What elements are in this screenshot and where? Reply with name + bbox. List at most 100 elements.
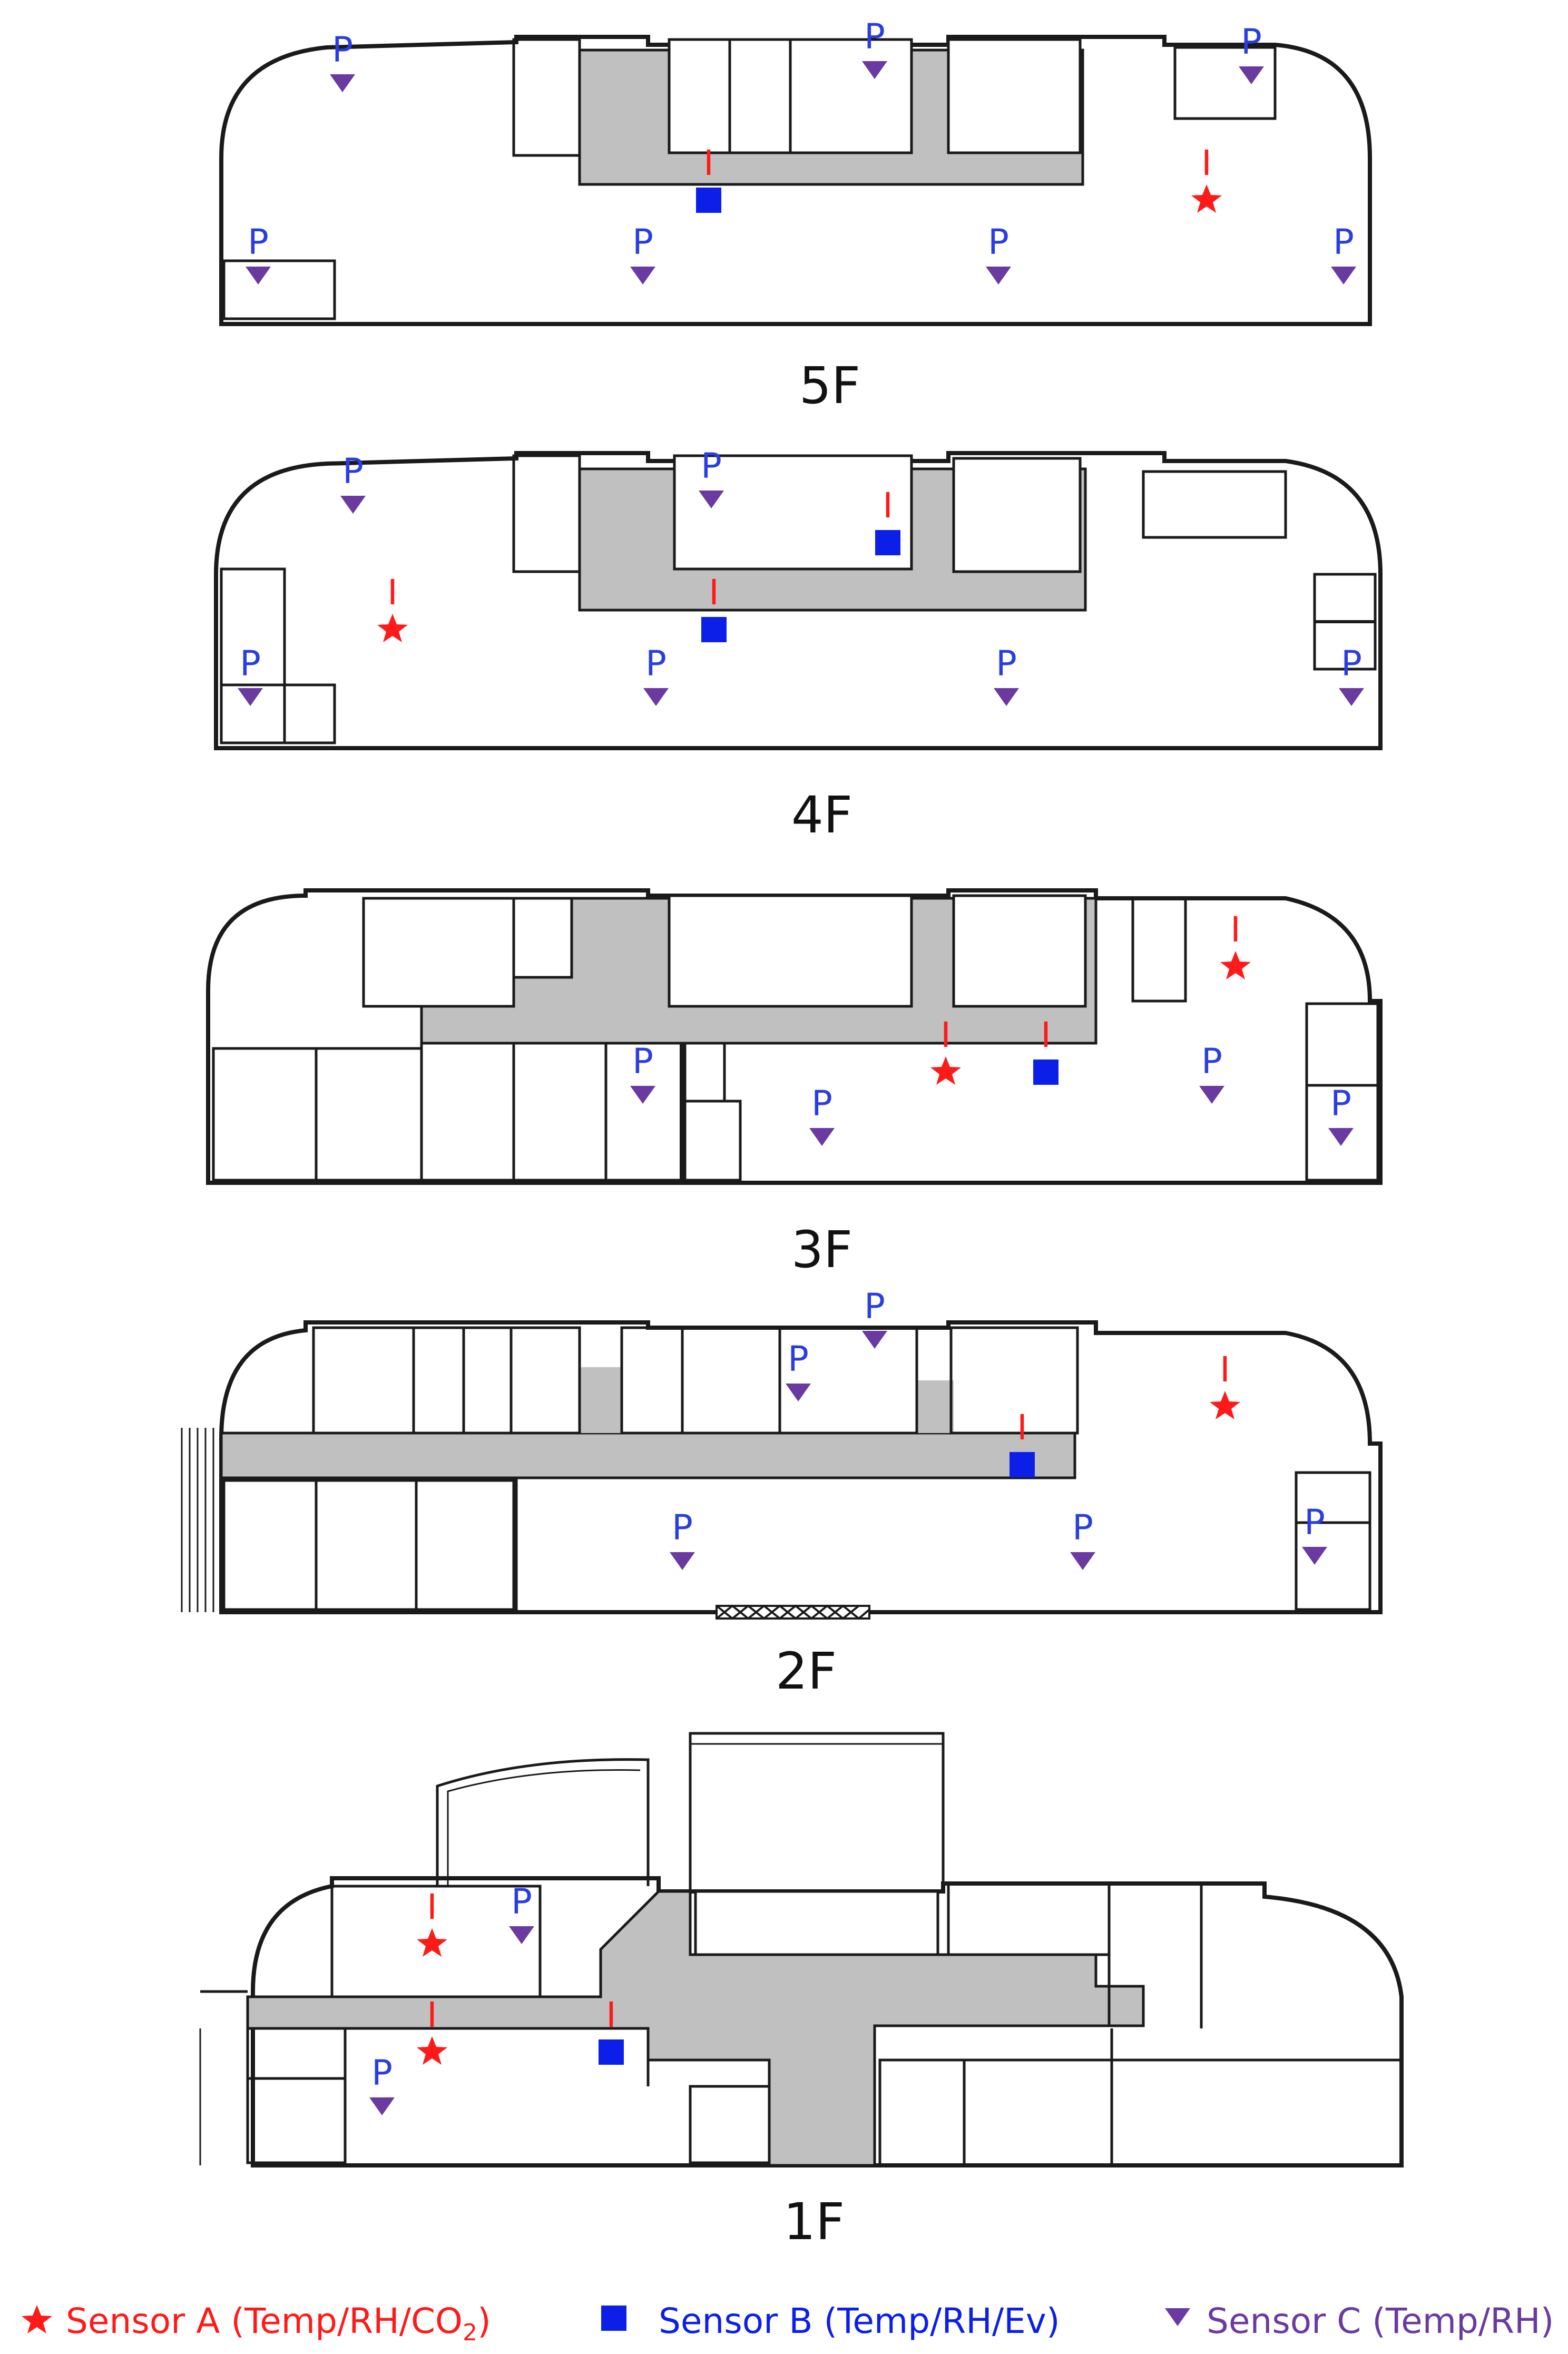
room-4f-6 [220,683,336,744]
room-3f-8 [420,1042,687,1182]
legend-sensor-c-label: Sensor C (Temp/RH) [1207,2301,1554,2341]
sensor-c-icon [809,1128,835,1146]
corridor-1f [246,1890,1145,2167]
marker-letter: P [248,222,269,262]
room-2f-4 [1295,1471,1371,1611]
marker-letter: I [387,572,397,613]
room-5f-3 [947,38,1082,154]
sensor-a-icon [377,614,408,642]
floor-plan-4f [214,451,1383,750]
sensor-c-marker-2f: P [1070,1507,1095,1570]
marker-letter: I [427,1887,437,1927]
marker-letter: I [1041,1015,1051,1055]
sensor-c-marker-5f: P [986,222,1011,285]
corridor-2f-spur [580,1367,622,1433]
sensor-c-marker-1f: P [509,1881,534,1944]
room-5f-1 [512,38,581,157]
sensor-a-marker-5f: I [1191,143,1222,213]
room-3f-4 [952,894,1087,1008]
sensor-c-icon [994,688,1019,706]
sensor-c-icon [1302,1547,1327,1565]
sensor-c-marker-2f: P [670,1507,695,1570]
marker-letter: I [940,1015,950,1055]
marker-letter: I [703,143,713,183]
room-4f-2 [673,454,913,571]
atrium-1f [689,1732,945,1893]
marker-letter: P [864,16,885,57]
sensor-c-icon [1339,688,1364,706]
room-4f-3 [952,457,1082,573]
sensor-c-icon [986,267,1011,285]
room-2f-5 [222,1479,518,1611]
sensor-c-icon [862,1331,887,1349]
sensor-b-icon [1010,1452,1035,1477]
legend-sensor-b-icon [601,2306,626,2331]
sensor-c-marker-5f: P [862,16,887,79]
sensor-b-icon [599,2039,624,2065]
sensor-c-marker-5f: P [630,222,655,285]
sensor-c-icon [630,267,655,285]
sensor-a-marker-4f: I [377,572,408,642]
sensor-c-icon [1070,1552,1095,1570]
floor-plan-5f [219,35,1372,326]
sensor-c-icon [643,688,669,706]
sensor-b-marker-5f: I [696,143,721,213]
sensor-b-icon [1033,1060,1059,1085]
room-2f-1 [312,1326,581,1435]
sensor-c-icon [670,1552,695,1570]
marker-letter: P [240,643,261,684]
sensor-a-marker-3f: I [1220,909,1251,979]
room-5f-5 [222,259,336,320]
entrance-truss-2f [716,1604,870,1620]
marker-letter: P [864,1286,885,1327]
sensor-a-icon [1210,1391,1240,1419]
sensor-b-icon [875,530,900,555]
marker-letter: I [1230,909,1240,950]
corridor-2f [220,1431,1076,1479]
sensor-c-marker-2f: P [1302,1502,1327,1565]
legend: Sensor A (Temp/RH/CO2) Sensor B (Temp/RH… [22,2301,1554,2346]
marker-letter: P [1341,643,1362,684]
sensor-b-marker-4f: I [701,572,727,642]
room-1f-3 [947,1882,1111,1956]
sensor-c-marker-5f: P [1331,222,1356,285]
marker-letter: P [1072,1507,1093,1548]
building-outline-2f [219,1320,1383,1614]
sensor-a-marker-1f: I [417,1887,447,1957]
room-2f-2 [620,1326,918,1435]
corridor-2f-spur-2 [917,1380,954,1433]
marker-letter: P [511,1881,532,1922]
marker-letter: P [632,222,653,262]
marker-letter: P [1330,1083,1351,1124]
room-2f-3 [949,1326,1079,1435]
marker-letter: P [788,1339,809,1379]
room-3f-1 [362,897,515,1008]
marker-letter: P [342,451,364,492]
legend-sensor-c-icon [1165,2308,1190,2326]
sensor-c-marker-4f: P [699,446,724,508]
room-1f-5 [246,2027,347,2164]
marker-letter: P [988,222,1009,262]
sensor-c-icon [340,496,366,514]
marker-letter: I [709,572,719,613]
marker-letter: P [701,446,722,486]
sensor-c-icon [238,688,263,706]
marker-letter: P [811,1083,832,1124]
marker-letter: I [1201,143,1211,183]
sensor-c-marker-3f: P [630,1041,655,1104]
floor-label-3f: 3F [791,1220,852,1279]
floor-label-1f: 1F [783,2192,845,2251]
marker-letter: P [332,30,353,70]
room-3f-6 [1305,1002,1379,1182]
marker-letter: P [1201,1041,1222,1082]
marker-letter: P [632,1041,653,1082]
floor-plan-3f [206,888,1383,1185]
floor-plan-1f [199,1732,1404,2167]
room-1f-4 [878,2058,1403,2167]
sensor-c-marker-3f: P [809,1083,835,1146]
sensor-a-icon [930,1056,961,1085]
marker-letter: P [1304,1502,1325,1543]
sensor-b-marker-2f: I [1010,1407,1035,1477]
